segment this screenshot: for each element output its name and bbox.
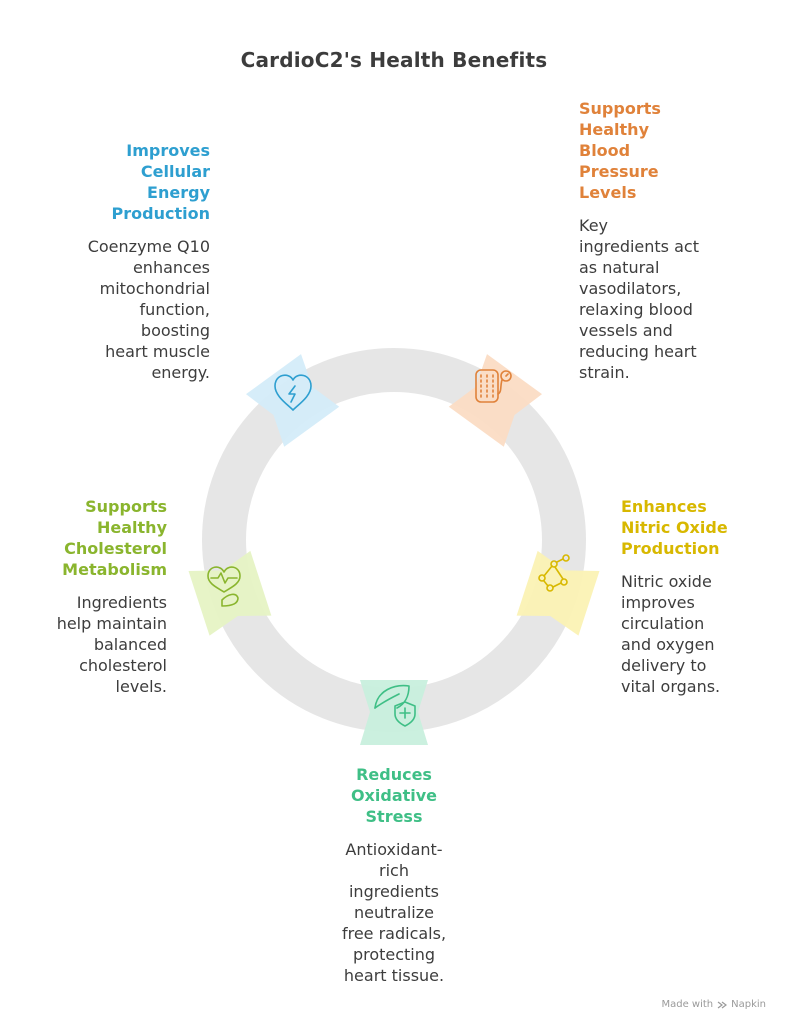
- heart-pulse-arm-icon: [207, 566, 241, 607]
- heart-bolt-icon: [274, 374, 312, 411]
- benefit-oxidative-heading: Reduces Oxidative Stress: [350, 765, 438, 826]
- blood-pressure-cuff-icon: [475, 369, 512, 403]
- benefit-cholesterol-description: Ingredients help maintain balanced chole…: [56, 593, 167, 696]
- benefit-cholesterol-heading: Supports Healthy Cholesterol Metabolism: [62, 497, 167, 579]
- napkin-brand-label: Napkin: [731, 999, 766, 1010]
- napkin-logo-icon: [717, 1001, 728, 1008]
- benefit-nitric: Enhances Nitric Oxide Production Nitric …: [621, 496, 781, 697]
- benefit-nitric-description: Nitric oxide improves circulation and ox…: [621, 572, 721, 696]
- made-with-label: Made with: [661, 999, 714, 1010]
- benefit-nitric-heading: Enhances Nitric Oxide Production: [621, 497, 728, 558]
- benefit-energy-description: Coenzyme Q10 enhances mitochondrial func…: [87, 237, 210, 382]
- benefit-oxidative: Reduces Oxidative Stress Antioxidant- ri…: [304, 764, 484, 986]
- segment-oxidative: [360, 680, 428, 745]
- benefit-energy-heading: Improves Cellular Energy Production: [111, 141, 210, 223]
- benefit-pressure-heading: Supports Healthy Blood Pressure Levels: [579, 99, 661, 202]
- page-title: CardioC2's Health Benefits: [240, 48, 548, 72]
- cycle-ring: [202, 348, 586, 732]
- benefit-cholesterol: Supports Healthy Cholesterol Metabolism …: [20, 496, 167, 697]
- leaf-shield-icon: [374, 684, 416, 727]
- benefit-oxidative-description: Antioxidant- rich ingredients neutralize…: [341, 840, 447, 985]
- molecule-icon: [538, 554, 570, 592]
- benefit-pressure-description: Key ingredients act as natural vasodilat…: [579, 216, 699, 382]
- benefit-pressure: Supports Healthy Blood Pressure Levels K…: [579, 98, 759, 383]
- segment-nitric: [516, 550, 600, 636]
- benefit-energy: Improves Cellular Energy Production Coen…: [40, 140, 210, 383]
- segment-pressure: [448, 354, 543, 447]
- made-with-napkin[interactable]: Made with Napkin: [661, 999, 766, 1010]
